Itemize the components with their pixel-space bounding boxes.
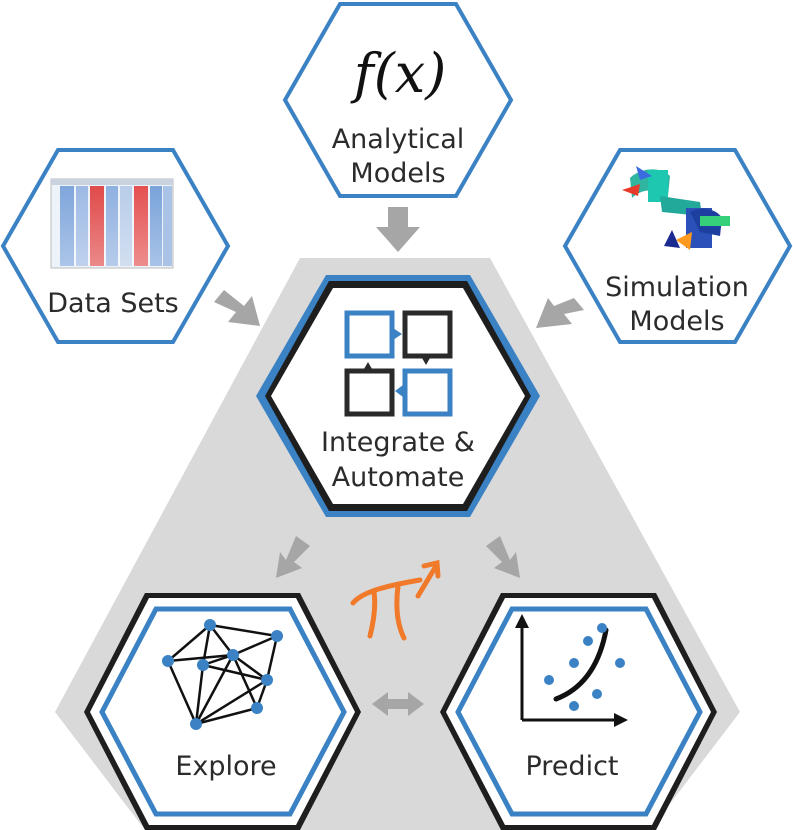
- pi-symbol-icon: [350, 559, 441, 641]
- explore-node: Explore: [84, 593, 361, 830]
- double-arrow-icon: [372, 692, 424, 716]
- explore-label: Explore: [175, 751, 276, 782]
- arrow-in-left-icon: [214, 290, 260, 326]
- predict-node: Predict: [440, 593, 717, 830]
- 3d-simulation-icon: [622, 166, 730, 250]
- arrow-out-left-icon: [276, 536, 310, 578]
- data-sets-node: Data Sets: [0, 148, 231, 344]
- simulation-label-line1: Simulation: [605, 272, 749, 303]
- integrate-label-line1: Integrate &: [321, 427, 475, 458]
- simulation-label-line2: Models: [629, 306, 724, 337]
- network-graph-icon: [162, 619, 283, 730]
- workflow-blocks-icon: [344, 310, 453, 417]
- arrow-in-right-icon: [536, 298, 584, 328]
- scatter-curve-icon: [515, 614, 628, 727]
- predict-label: Predict: [526, 751, 619, 782]
- analytical-label-line2: Models: [350, 158, 445, 189]
- spreadsheet-heatmap-icon: [50, 178, 174, 269]
- arrow-out-right-icon: [486, 536, 520, 578]
- analytical-models-node: f(x) Analytical Models: [282, 2, 514, 198]
- analytical-label-line1: Analytical: [332, 124, 465, 155]
- integrate-label-line2: Automate: [332, 462, 465, 493]
- simulation-models-node: Simulation Models: [562, 148, 793, 344]
- integrate-automate-node: Integrate & Automate: [256, 275, 540, 517]
- function-symbol: f(x): [350, 42, 447, 105]
- arrow-down-icon: [376, 207, 420, 252]
- data-sets-label: Data Sets: [47, 288, 178, 319]
